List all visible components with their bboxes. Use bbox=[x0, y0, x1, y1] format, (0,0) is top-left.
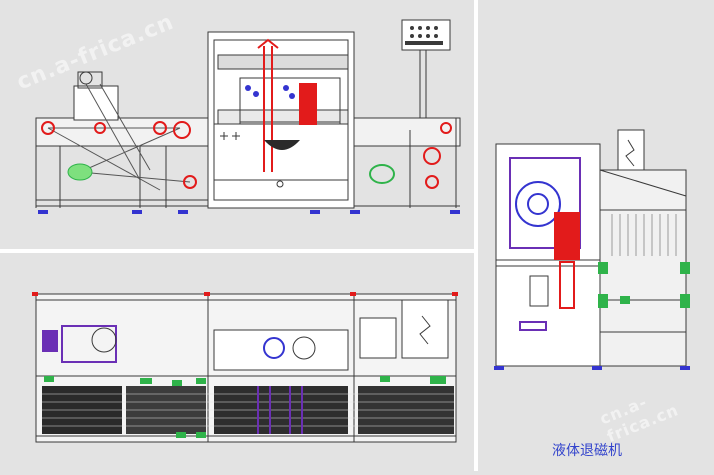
panel-dividers bbox=[0, 0, 478, 471]
side-view-components bbox=[515, 181, 690, 331]
top-view-components bbox=[32, 292, 458, 438]
roller-bed bbox=[42, 386, 454, 434]
front-view-components bbox=[41, 38, 452, 189]
machine-caption: 液体退磁机 bbox=[552, 443, 622, 459]
side-view bbox=[494, 129, 690, 370]
front-view bbox=[35, 19, 461, 214]
